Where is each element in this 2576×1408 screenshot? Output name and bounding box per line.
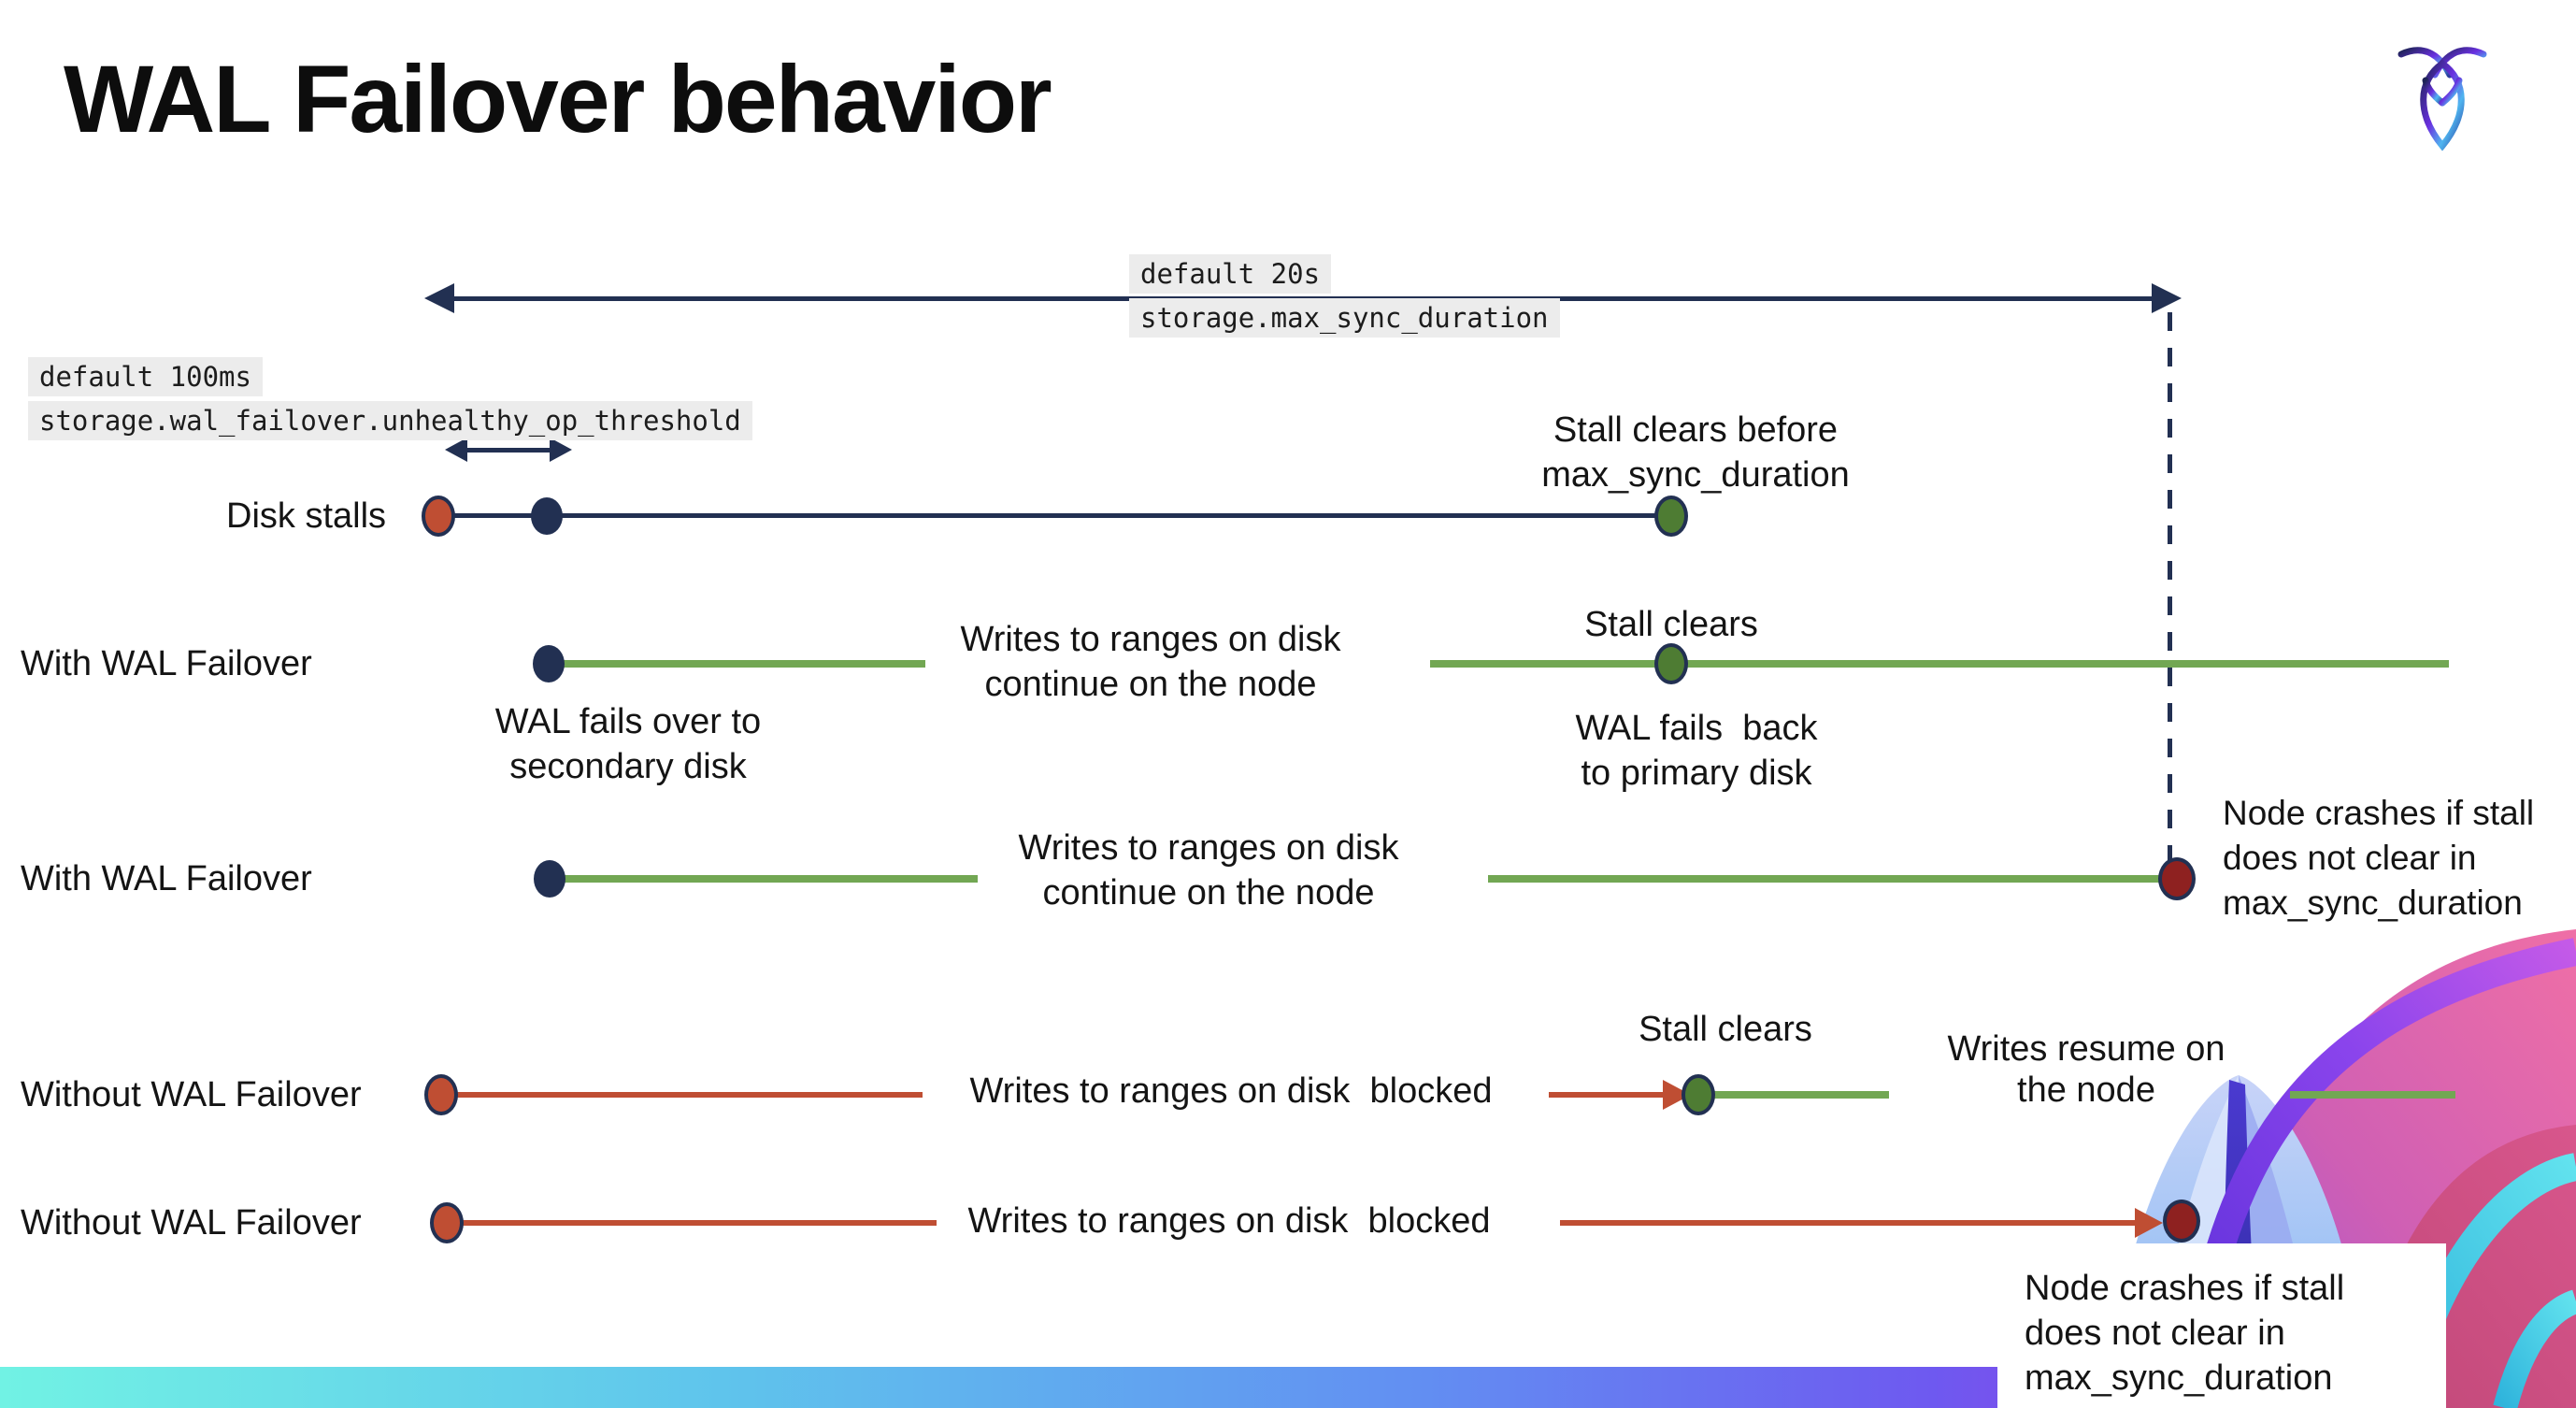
disk-stall-start-dot — [424, 1074, 458, 1115]
wal-failback-annotation: WAL fails back to primary disk — [1575, 709, 1818, 793]
timeline-row-label: Without WAL Failover — [21, 1203, 362, 1243]
timeline-line — [550, 875, 978, 883]
arrowhead-left-icon — [445, 438, 467, 462]
timeline-row-label: Without WAL Failover — [21, 1075, 362, 1114]
failover-trigger-dot — [533, 645, 565, 682]
node-crash-annotation: Node crashes if stall does not clear in … — [2025, 1269, 2345, 1398]
cockroachdb-logo-icon — [2397, 47, 2487, 151]
timeline-line — [441, 1092, 923, 1098]
setting-name-label: storage.wal_failover.unhealthy_op_thresh… — [28, 401, 752, 440]
node-crash-callout-box: Node crashes if stall does not clear in … — [1997, 1243, 2446, 1408]
timeline-line — [549, 660, 925, 668]
timeline-row-label: Disk stalls — [226, 496, 387, 536]
stall-clear-dot — [1654, 643, 1688, 684]
unhealthy-op-threshold-label: default 100ms storage.wal_failover.unhea… — [28, 357, 752, 440]
max-sync-duration-label: default 20s storage.max_sync_duration — [1129, 254, 1560, 338]
node-crash-dot — [2158, 857, 2196, 900]
timeline-row-label: With WAL Failover — [21, 644, 312, 683]
writes-blocked-annotation: Writes to ranges on disk blocked — [969, 1071, 1493, 1111]
failover-trigger-dot — [534, 860, 565, 898]
timeline-line — [1698, 1091, 1889, 1099]
timeline-line — [1488, 875, 2177, 883]
timeline-line — [1560, 1220, 2135, 1226]
timeline-line — [2290, 1091, 2455, 1099]
writes-resume-annotation: Writes resume on the node — [1947, 1029, 2225, 1110]
node-crash-annotation: Node crashes if stall does not clear in … — [2223, 794, 2535, 922]
disk-stall-start-dot — [430, 1202, 464, 1243]
stall-clears-annotation: Stall clears — [1584, 605, 1758, 644]
timeline-line — [1430, 660, 2449, 668]
timeline-line — [438, 513, 1671, 518]
node-crash-dot — [2163, 1200, 2200, 1243]
timeline-line — [1549, 1092, 1663, 1098]
setting-default-label: default 20s — [1129, 254, 1332, 294]
arrowhead-left-icon — [424, 283, 454, 313]
writes-continue-annotation: Writes to ranges on disk continue on the… — [1018, 828, 1399, 912]
writes-blocked-annotation: Writes to ranges on disk blocked — [967, 1201, 1491, 1241]
arrowhead-right-icon — [550, 438, 572, 462]
timeline-row-label: With WAL Failover — [21, 859, 312, 898]
wal-failover-annotation: WAL fails over to secondary disk — [494, 702, 762, 786]
slide-title: WAL Failover behavior — [64, 46, 1052, 152]
setting-name-label: storage.max_sync_duration — [1129, 298, 1560, 338]
unhealthy-op-threshold-arrow-line — [458, 448, 550, 453]
disk-stall-start-dot — [422, 496, 455, 537]
arrowhead-right-icon — [2152, 283, 2182, 313]
failover-threshold-dot — [531, 497, 563, 535]
dashed-crash-deadline-line — [2168, 312, 2172, 860]
stall-clears-before-annotation: Stall clears before max_sync_duration — [1541, 410, 1850, 495]
writes-continue-annotation: Writes to ranges on disk continue on the… — [960, 620, 1341, 704]
stall-clear-dot — [1654, 496, 1688, 537]
stall-clears-annotation: Stall clears — [1639, 1010, 1812, 1049]
stall-clear-dot — [1682, 1074, 1715, 1115]
setting-default-label: default 100ms — [28, 357, 263, 396]
timeline-line — [447, 1220, 937, 1226]
arrowhead-right-icon — [2135, 1208, 2163, 1238]
